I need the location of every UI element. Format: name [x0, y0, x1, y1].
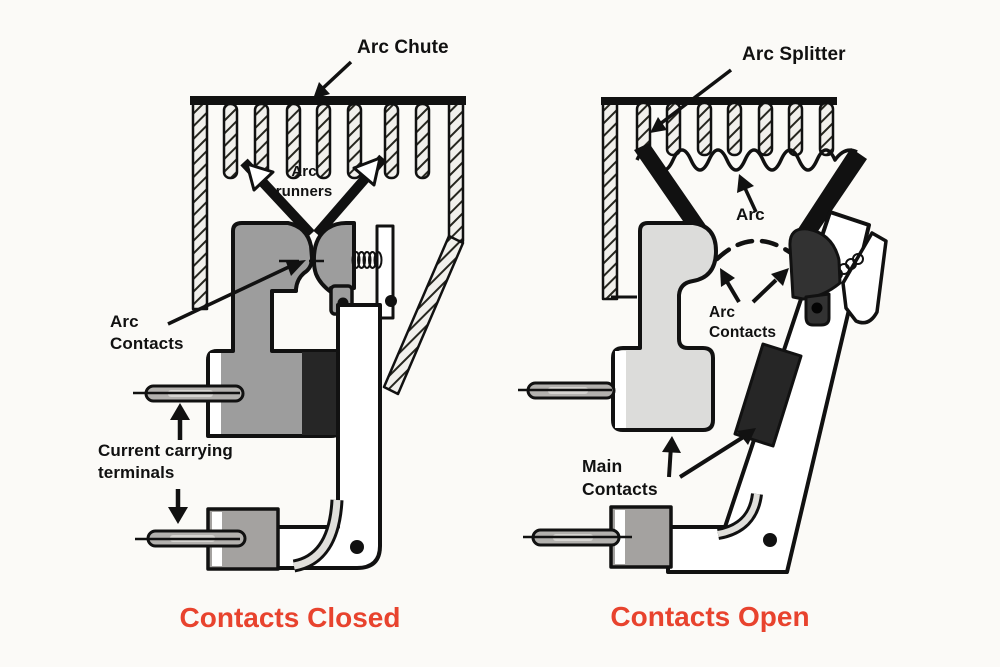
arc-chute-right-diagonal-wall	[382, 234, 465, 396]
main-contact-pad-moving	[733, 342, 803, 448]
arc-splitter-arrow	[650, 68, 733, 133]
arc-runner-right	[798, 148, 867, 240]
arm-pivot	[350, 540, 364, 554]
upper-terminal	[518, 381, 616, 400]
upper-terminal	[133, 384, 245, 403]
plate-pivot-dot	[385, 295, 397, 307]
arc-splitter-plates	[635, 101, 835, 157]
splitter-plate	[414, 102, 431, 180]
splitter-plate	[285, 102, 302, 180]
arc-chute-right-wall	[447, 97, 465, 243]
arm-pivot	[763, 533, 777, 547]
arc-contacts-label-closed: Arc Contacts	[110, 312, 184, 354]
arc-chute-left-wall	[191, 97, 209, 311]
closed-contacts-diagram	[133, 60, 466, 573]
arc-wave	[635, 148, 858, 172]
contact-pivot-hole	[811, 302, 823, 314]
arc-contacts-arrow-right	[751, 268, 789, 304]
fixed-contact-open	[611, 221, 718, 432]
splitter-plate	[726, 101, 743, 157]
block-white-strip	[615, 351, 626, 428]
open-contacts-diagram	[518, 68, 888, 574]
splitter-plate	[818, 101, 835, 157]
splitter-plate	[222, 102, 239, 180]
arm-quarter-arc-fill	[717, 493, 760, 537]
splitter-plate	[696, 101, 713, 157]
operating-arm-closed	[271, 303, 382, 570]
current-carrying-terminals-label: Current carrying terminals	[98, 441, 233, 483]
arc-runners-label: Arc runners	[275, 163, 333, 200]
main-contacts-arrow-right	[678, 428, 756, 479]
arc-contacts-arrow-left	[720, 268, 741, 304]
arc-runner-arrow-left	[245, 162, 275, 192]
arc-chute-splitter-plates	[222, 102, 431, 180]
main-contacts-label: Main Contacts	[582, 456, 658, 499]
arc-contacts-label-open: Arc Contacts	[709, 304, 777, 342]
arc-label: Arc	[736, 205, 765, 224]
caption-contacts-closed: Contacts Closed	[179, 602, 401, 633]
arc-splitter-label: Arc Splitter	[742, 44, 846, 65]
lower-terminal	[135, 507, 280, 571]
contact-spring	[351, 251, 383, 269]
terminal-arrow-down	[168, 489, 188, 524]
arc-chute-left-wall	[601, 97, 619, 301]
arc-contacts-arrow	[167, 260, 306, 326]
lower-terminal	[523, 505, 673, 569]
contact-gap-dashed-arc	[714, 238, 794, 262]
caption-contacts-open: Contacts Open	[610, 601, 810, 632]
arc-runners	[240, 154, 387, 238]
support-plate	[375, 224, 395, 320]
arc-arrow	[737, 174, 758, 213]
splitter-plate	[757, 101, 774, 157]
splitter-plate	[315, 102, 332, 180]
arm-quarter-arc-fill	[293, 499, 341, 570]
main-contact-pad-fixed	[302, 352, 339, 435]
terminal-arrow-up	[170, 403, 190, 440]
splitter-plate	[346, 102, 363, 180]
contact-bracket	[841, 231, 888, 325]
moving-arc-contact-closed	[311, 221, 356, 294]
splitter-plate	[787, 101, 804, 157]
main-contacts-arrow-left	[662, 436, 681, 478]
arc-chute-top-bar	[601, 97, 837, 105]
splitter-plate	[383, 102, 400, 180]
arc-runner-arrow-right	[352, 156, 382, 187]
arc-chute-arrow	[313, 60, 353, 99]
arc-chute-top-bar	[190, 96, 466, 105]
arc-chute-label: Arc Chute	[357, 37, 449, 58]
arc-runner-left	[634, 143, 707, 237]
